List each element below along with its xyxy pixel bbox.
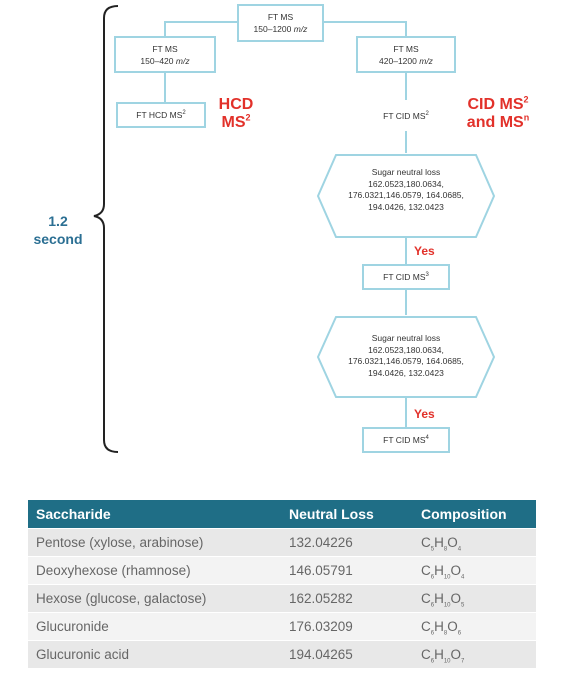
table-header-row: Saccharide Neutral Loss Composition [28, 500, 536, 529]
saccharide-name: Pentose (xylose, arabinose) [28, 528, 281, 557]
saccharide-name: Glucuronide [28, 612, 281, 641]
header-neutral-loss: Neutral Loss [281, 500, 413, 529]
yes-label-2: Yes [414, 407, 435, 421]
decision-1-text: Sugar neutral loss 162.0523,180.0634, 17… [348, 167, 464, 212]
node-ft-ms-high-range: FT MS 420–1200 m/z [356, 36, 456, 73]
node-ft-ms-full-range: FT MS 150–1200 m/z [237, 4, 324, 42]
hcd-ms2-label: HCD MS2 [218, 96, 254, 131]
saccharide-name: Glucuronic acid [28, 640, 281, 668]
decision-2-text: Sugar neutral loss 162.0523,180.0634, 17… [348, 333, 464, 378]
node-ft-ms-low-range: FT MS 150–420 m/z [114, 36, 216, 73]
cid-msn-label: CID MS2 and MSn [466, 94, 530, 131]
composition-formula: C6H10O5 [413, 584, 536, 613]
time-label: 1.2 second [33, 213, 83, 247]
saccharide-name: Hexose (glucose, galactose) [28, 584, 281, 613]
header-saccharide: Saccharide [28, 500, 281, 529]
composition-formula: C6H8O6 [413, 612, 536, 641]
neutral-loss-value: 162.05282 [281, 584, 413, 613]
node-ft-cid-ms2: FT CID MS2 [359, 100, 453, 131]
neutral-loss-value: 176.03209 [281, 612, 413, 641]
decision-hexagon-2 [316, 316, 496, 398]
neutral-loss-value: 132.04226 [281, 528, 413, 557]
node-ft-hcd-ms2: FT HCD MS2 [116, 102, 206, 128]
node-ft-cid-ms4: FT CID MS4 [362, 427, 450, 453]
connectors [164, 21, 407, 427]
decision-hexagon-1 [316, 154, 496, 238]
composition-formula: C6H10O4 [413, 556, 536, 585]
composition-formula: C6H10O7 [413, 640, 536, 668]
workflow-diagram [93, 5, 496, 453]
node-ft-cid-ms3: FT CID MS3 [362, 264, 450, 290]
neutral-loss-value: 194.04265 [281, 640, 413, 668]
header-composition: Composition [413, 500, 536, 529]
saccharide-table: Saccharide Neutral Loss Composition Pent… [28, 500, 536, 668]
time-bracket [93, 5, 119, 453]
yes-label-1: Yes [414, 244, 435, 258]
composition-formula: C5H8O4 [413, 528, 536, 557]
saccharide-name: Deoxyhexose (rhamnose) [28, 556, 281, 585]
neutral-loss-value: 146.05791 [281, 556, 413, 585]
